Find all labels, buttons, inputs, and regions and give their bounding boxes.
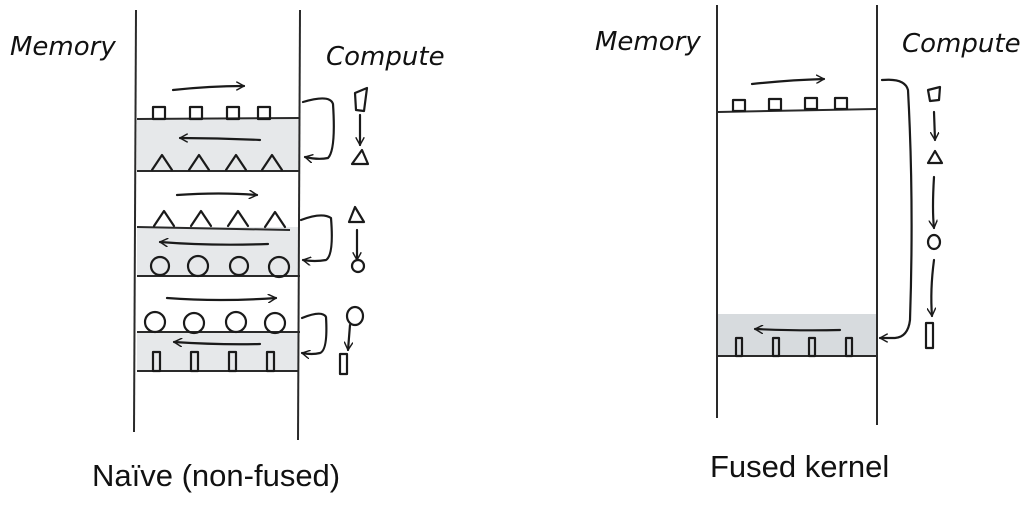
roundtrip-arrow-icon [301,97,335,158]
triangle-icon [263,210,287,229]
compute-arrow-icon [934,110,935,142]
square-icon [731,98,747,113]
bar-icon [151,350,162,373]
square-icon [833,96,849,111]
circle-icon [224,310,248,334]
compute-triangle-icon [350,148,370,166]
bar-icon [227,350,238,373]
write-arrow-icon [160,242,270,245]
compute-square-icon [353,86,369,113]
compute-bar-icon [924,321,935,350]
circle-data-row [149,254,291,279]
write-arrow-icon [178,138,262,140]
fused-compute-label: Compute [902,29,1021,59]
square-icon [256,105,272,121]
triangle-icon [187,153,211,172]
read-arrow-icon [175,194,257,196]
circle-icon [186,254,210,278]
triangle-icon [189,209,213,228]
naive-band-1 [137,119,299,171]
circle-icon [182,311,206,335]
compute-circle-icon [350,258,366,274]
circle-icon [263,311,287,335]
bar-data-row [734,336,854,358]
fused-memory-label: Memory [595,27,701,57]
fused-caption: Fused kernel [710,449,890,484]
triangle-icon [260,153,284,172]
compute-bar-icon [338,352,349,376]
circle-icon [143,310,167,334]
naive-band-2 [137,227,299,276]
fused-panel: Memory Compute [595,5,1021,425]
compute-arrow-icon [348,323,350,350]
naive-memory-label: Memory [10,32,116,62]
circle-icon [267,255,291,279]
naive-compute-label: Compute [326,42,445,72]
write-arrow-icon [753,329,842,330]
compute-circle-icon [926,233,942,251]
bar-icon [265,350,276,373]
square-icon [151,105,167,121]
triangle-data-row [150,153,284,172]
triangle-icon [226,209,250,228]
read-arrow-icon [171,86,246,92]
compute-square-icon [926,85,942,103]
square-icon [767,97,783,112]
triangle-icon [224,153,248,172]
compute-arrow-icon [933,175,934,228]
naive-memory-left-wall [133,9,137,433]
roundtrip-arrow-icon [299,214,333,261]
circle-icon [228,255,250,277]
triangle-icon [152,209,176,228]
circle-icon [149,255,171,277]
square-icon [188,105,204,121]
fused-output-band [718,314,876,356]
naive-panel: Memory Compute [10,9,445,441]
bar-icon [807,336,817,358]
square-data-row [731,96,849,113]
compute-circle-icon [345,305,365,327]
read-arrow-icon [165,298,276,300]
compute-arrow-icon [931,258,934,316]
bar-icon [734,336,744,358]
circle-data-row [143,310,287,335]
fused-roundtrip-arrow-icon [878,78,913,338]
triangle-icon [150,153,174,172]
read-arrow-icon [750,79,826,86]
bar-data-row [151,350,276,373]
bar-icon [771,336,781,358]
naive-divider [136,226,291,231]
bar-icon [844,336,854,358]
square-icon [803,96,819,111]
naive-caption: Naïve (non-fused) [92,458,341,493]
square-icon [225,105,241,121]
triangle-data-row [152,209,287,229]
compute-triangle-icon [347,205,366,224]
write-arrow-icon [174,342,262,344]
naive-memory-right-wall [297,9,301,441]
roundtrip-arrow-icon [302,312,328,354]
bar-icon [189,350,200,373]
square-data-row [151,105,272,121]
compute-triangle-icon [926,149,944,165]
